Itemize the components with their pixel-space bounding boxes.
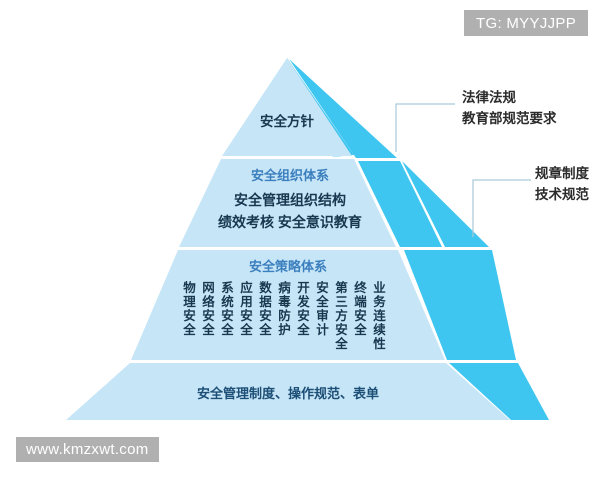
pyramid-right-face (287, 58, 549, 420)
right-face-tier-1 (287, 58, 354, 157)
leader-line-laws (395, 103, 455, 152)
pyramid-front-faces (66, 58, 510, 420)
leader-lines (395, 103, 531, 237)
front-face-tier-2 (179, 159, 396, 247)
right-face-tier-3 (404, 250, 516, 360)
front-face-tier-1 (222, 58, 352, 156)
right-face-tier-1b (289, 59, 397, 158)
tier-dividers (131, 156, 446, 363)
leader-line-rules (472, 179, 531, 237)
watermark-telegram: TG: MYYJJPP (464, 10, 588, 36)
right-face-tier-4 (449, 363, 549, 420)
right-face-tier-2b (402, 161, 489, 247)
front-face-tier-4 (66, 363, 510, 420)
right-face-tier-2 (358, 161, 442, 247)
front-face-tier-3 (131, 250, 445, 360)
watermark-website: www.kmzxwt.com (16, 437, 159, 462)
